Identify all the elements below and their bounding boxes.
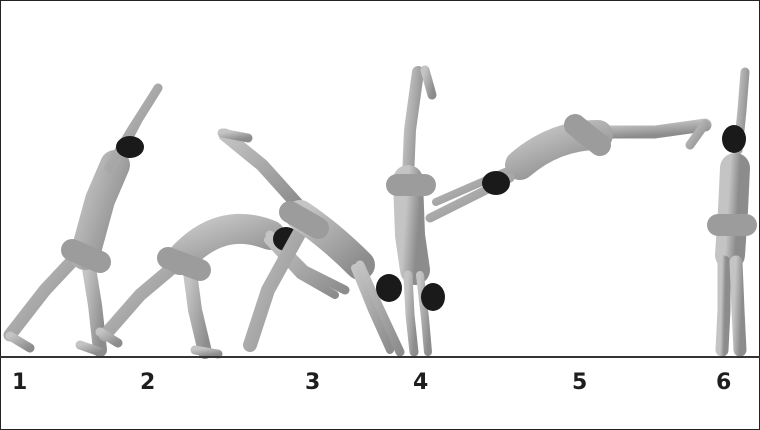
step-label-3: 3 <box>305 372 320 394</box>
step-label-1: 1 <box>12 372 27 394</box>
step-label-6: 6 <box>716 372 731 394</box>
step-label-2: 2 <box>140 372 155 394</box>
figure-pose-6 <box>715 72 746 354</box>
figure-pose-5 <box>430 124 705 218</box>
step-label-5: 5 <box>572 372 587 394</box>
figure-pose-1 <box>10 88 158 352</box>
step-label-4: 4 <box>413 372 428 394</box>
figure-pose-2 <box>100 227 345 354</box>
